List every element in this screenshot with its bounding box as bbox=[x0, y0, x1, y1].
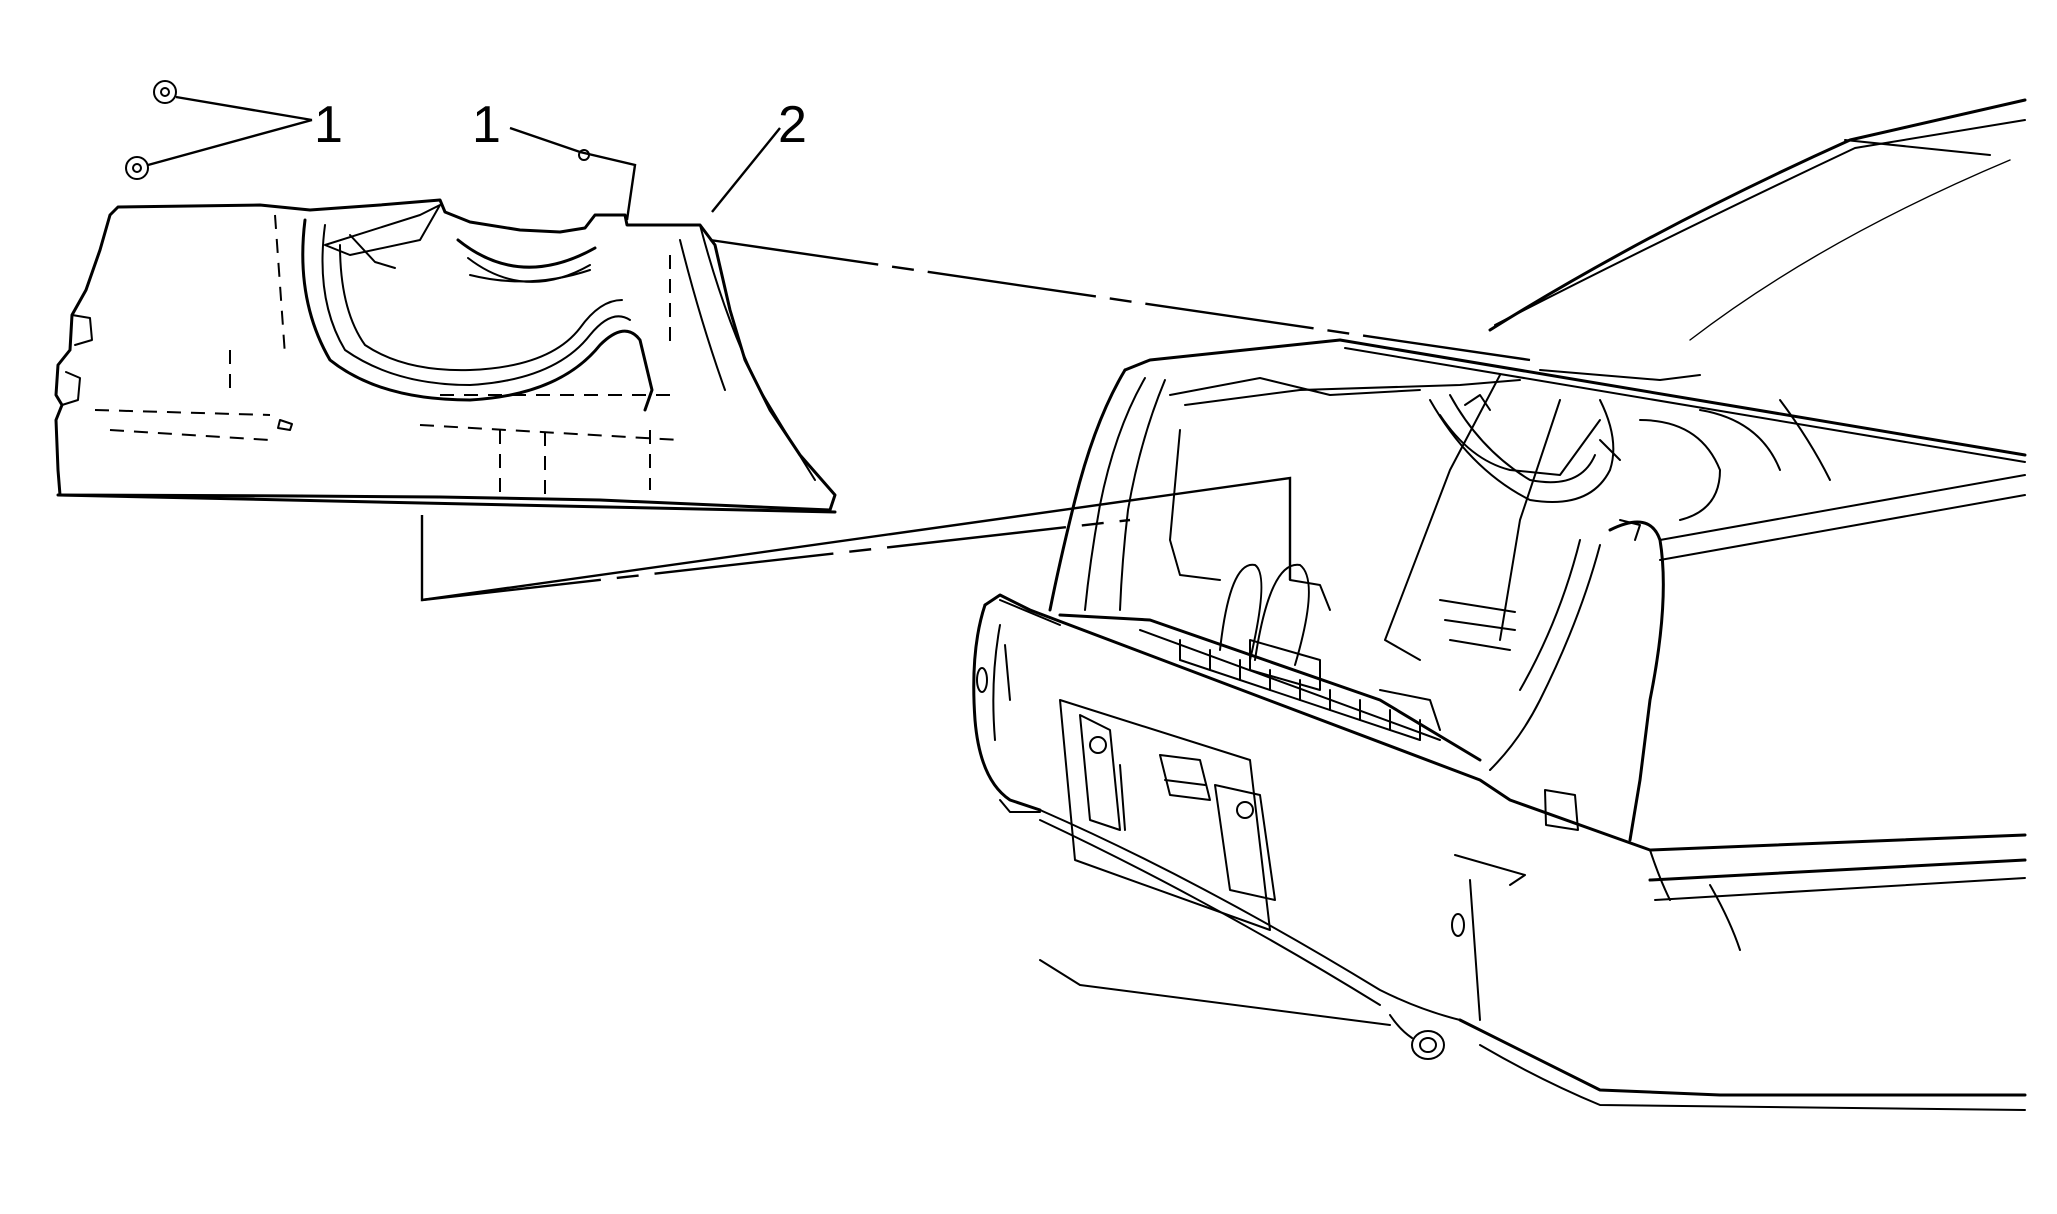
alignment-lines bbox=[420, 238, 1531, 602]
leader-line-fastener-left bbox=[147, 95, 313, 167]
trunk-side-trim-panel bbox=[54, 198, 837, 514]
fastener-group-center bbox=[509, 126, 637, 221]
push-pin-fastener-lower bbox=[125, 156, 149, 180]
leader-line-trim-panel bbox=[711, 127, 781, 213]
push-pin-fastener-upper bbox=[153, 80, 177, 104]
leader-line-fastener-center bbox=[509, 126, 637, 221]
exhaust-tip bbox=[1389, 1014, 1445, 1060]
callout-fastener-left: 1 bbox=[314, 96, 343, 154]
callout-trim-panel: 2 bbox=[778, 96, 807, 154]
fastener-group-left bbox=[125, 80, 313, 180]
vehicle-rear-body bbox=[972, 98, 2027, 1111]
callout-fastener-center: 1 bbox=[472, 96, 501, 154]
